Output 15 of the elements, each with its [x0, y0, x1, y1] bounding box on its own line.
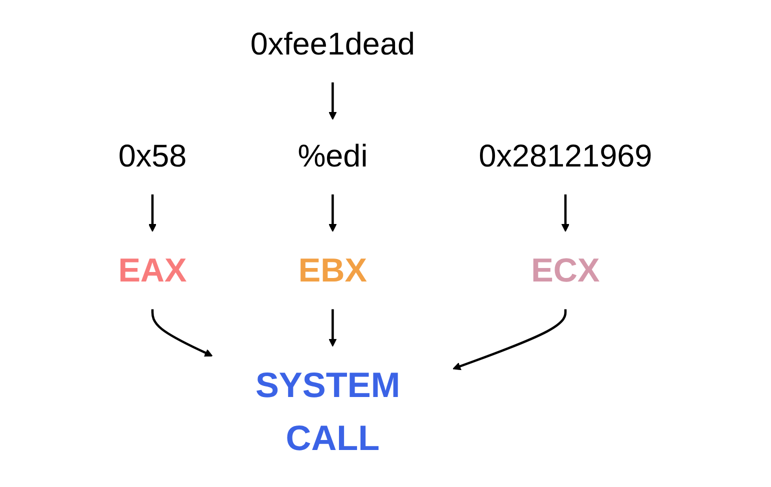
node-text: 0xfee1dead [250, 26, 416, 62]
node-text: EAX [118, 250, 188, 289]
node-text: SYSTEM CALL [256, 366, 400, 458]
node-text: EBX [298, 250, 368, 289]
arrow [453, 309, 567, 370]
node-text: %edi [298, 138, 368, 174]
arrow [152, 309, 214, 357]
arrow [328, 82, 338, 120]
arrow [328, 194, 338, 232]
arrow [328, 309, 338, 347]
arrow [148, 194, 157, 232]
node-text: 0x58 [118, 138, 187, 174]
arrow [562, 194, 570, 232]
node-text: ECX [532, 250, 600, 289]
node-text: 0x28121969 [479, 138, 652, 174]
